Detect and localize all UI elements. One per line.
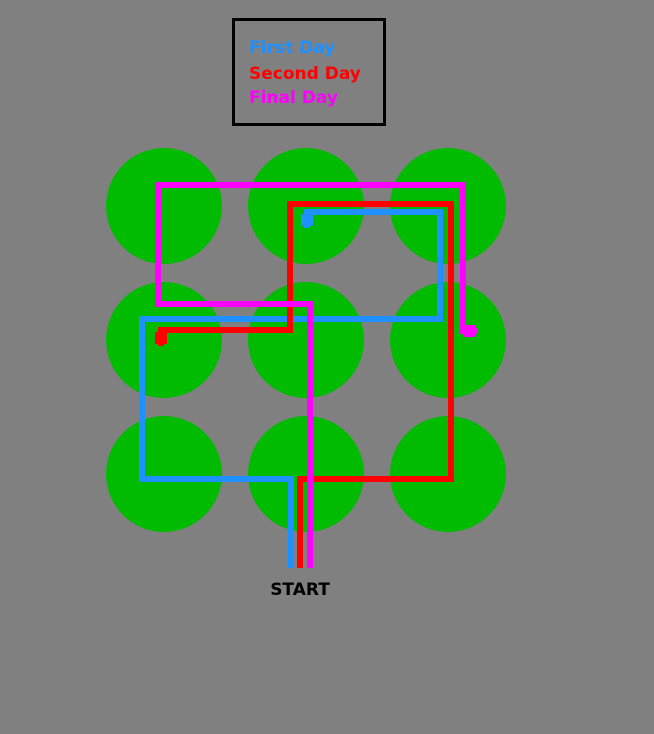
legend-item-final-day: Final Day xyxy=(249,88,338,108)
field-circle xyxy=(248,282,364,398)
start-label: START xyxy=(270,580,330,600)
field-circle xyxy=(248,416,364,532)
final-day-path xyxy=(155,182,477,568)
second-day-path xyxy=(158,201,454,568)
field-circle xyxy=(106,416,222,532)
legend-item-second-day: Second Day xyxy=(249,64,361,84)
legend-item-first-day: First Day xyxy=(249,38,336,58)
final-day-path-end-marker xyxy=(464,325,476,337)
legend: First Day Second Day Final Day xyxy=(232,18,386,126)
field-circle xyxy=(106,148,222,264)
second-day-path-end-marker xyxy=(155,332,167,344)
day-paths xyxy=(139,182,477,568)
first-day-path-end-marker xyxy=(301,214,313,226)
